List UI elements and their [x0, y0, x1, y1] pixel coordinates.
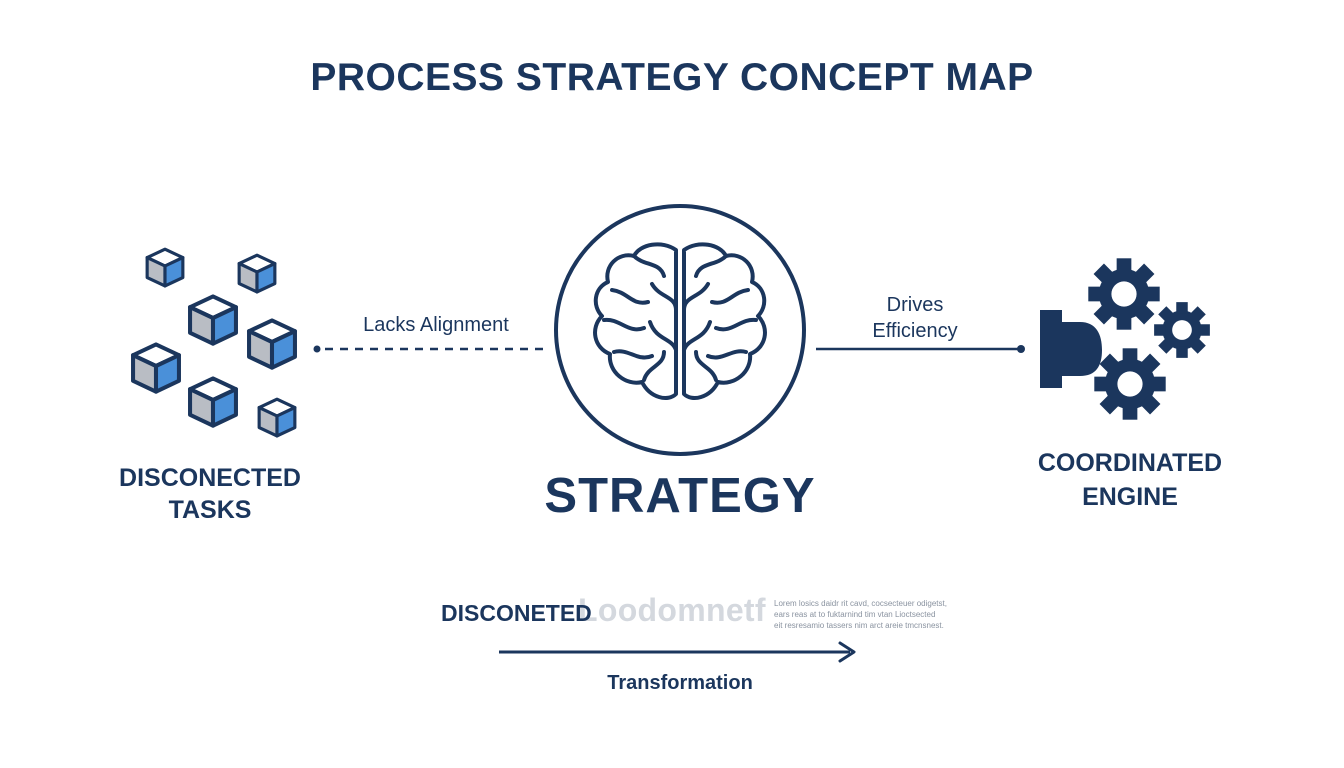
cubes-icon — [133, 247, 295, 438]
bottom-small-line: eit resresamio tassers nim arct areie tm… — [774, 621, 944, 630]
disconnected-tasks-label: DISCONECTED TASKS — [100, 462, 320, 526]
lacks-alignment-label: Lacks Alignment — [363, 314, 509, 336]
page-title: PROCESS STRATEGY CONCEPT MAP — [310, 56, 1034, 99]
disconnected-tasks-line1: DISCONECTED — [119, 464, 301, 492]
bottom-bold-text: DISCONETED — [441, 600, 592, 626]
gears-icon — [1040, 258, 1210, 420]
strategy-label: STRATEGY — [544, 469, 816, 523]
bottom-small-line: ears reas at to fuktarnind tim vtan Lioc… — [774, 610, 936, 619]
transformation-label: Transformation — [607, 672, 753, 694]
drives-efficiency-label: Drives Efficiency — [840, 292, 990, 344]
drives-efficiency-line2: Efficiency — [872, 320, 958, 342]
drives-efficiency-line1: Drives — [886, 294, 944, 316]
coordinated-engine-label: COORDINATED ENGINE — [1010, 446, 1250, 514]
strategy-circle — [554, 204, 806, 456]
lacks-alignment-connector — [313, 345, 548, 353]
transformation-arrow — [499, 641, 856, 663]
coordinated-engine-line1: COORDINATED — [1037, 449, 1223, 477]
disconnected-tasks-line2: TASKS — [168, 496, 252, 524]
brain-icon — [593, 242, 767, 400]
bottom-small-line: Lorem losics daidr rit cavd, cocsecteuer… — [774, 599, 947, 608]
drives-efficiency-connector — [816, 345, 1025, 353]
bottom-faded-text: Loodomnetf — [578, 592, 766, 628]
coordinated-engine-line2: ENGINE — [1082, 483, 1178, 511]
bottom-small-text: Lorem losics daidr rit cavd, cocsecteuer… — [774, 598, 974, 631]
